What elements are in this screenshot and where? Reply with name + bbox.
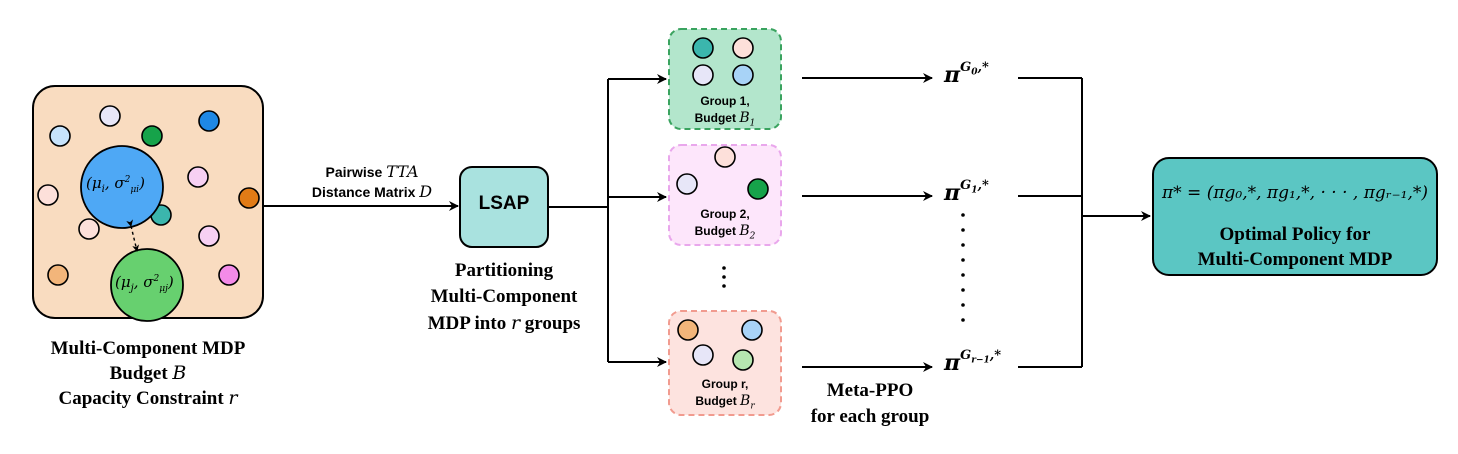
mdp-caption: Multi-Component MDP Budget B Capacity Co… — [23, 336, 273, 411]
component-node — [732, 64, 754, 86]
component-node — [747, 178, 769, 200]
lsap-label: LSAP — [478, 193, 530, 214]
component-node — [692, 64, 714, 86]
component-node — [218, 264, 240, 286]
optimal-policy-formula: π* = (πg₀,*, πg₁,*, · · · , πgᵣ₋₁,*) — [1161, 183, 1429, 203]
component-node — [677, 319, 699, 341]
mdp-caption-line1: Multi-Component MDP — [50, 338, 246, 359]
lsap-branches — [548, 74, 667, 367]
distance-matrix-label: Pairwise TTA Distance Matrix D — [311, 162, 433, 201]
component-node — [676, 173, 698, 195]
lsap-caption: Partitioning Multi-Component MDP into r … — [427, 260, 581, 334]
component-node — [732, 37, 754, 59]
component-node — [692, 37, 714, 59]
meta-ppo-caption: Meta-PPO for each group — [810, 380, 930, 427]
optimal-policy-box — [1152, 157, 1438, 276]
component-node — [99, 105, 121, 127]
group-ellipsis — [722, 266, 726, 288]
group-components — [676, 37, 769, 371]
big-green-component — [110, 248, 184, 322]
component-node — [49, 125, 71, 147]
policy-gr-1: πGr−1,* — [944, 347, 1002, 376]
policy-g1: πG1,* — [944, 177, 989, 206]
group-1-label: Group 1, Budget B1 — [694, 94, 756, 129]
mu-i-label: (μi, σ2μi) — [86, 174, 145, 195]
policy-merge-lines — [1018, 77, 1151, 368]
big-blue-component — [80, 145, 164, 229]
component-node — [198, 110, 220, 132]
component-node — [187, 166, 209, 188]
component-node — [78, 218, 100, 240]
component-node — [692, 344, 714, 366]
component-node — [741, 319, 763, 341]
policy-g0: πG0,* — [944, 59, 989, 88]
component-node — [47, 264, 69, 286]
mu-j-label: (μj, σ2μj) — [115, 273, 174, 294]
group-2-box — [668, 144, 782, 246]
component-node — [732, 349, 754, 371]
component-node — [198, 225, 220, 247]
component-node — [714, 146, 736, 168]
policy-ellipsis — [961, 213, 965, 322]
optimal-policy-caption: Optimal Policy for Multi-Component MDP — [1197, 224, 1393, 270]
component-node — [141, 125, 163, 147]
component-node — [37, 184, 59, 206]
component-node — [238, 187, 260, 209]
group-2-label: Group 2, Budget B2 — [694, 207, 756, 242]
distance-double-arrow — [126, 219, 140, 252]
group-r-label: Group r, Budget Br — [695, 377, 755, 412]
